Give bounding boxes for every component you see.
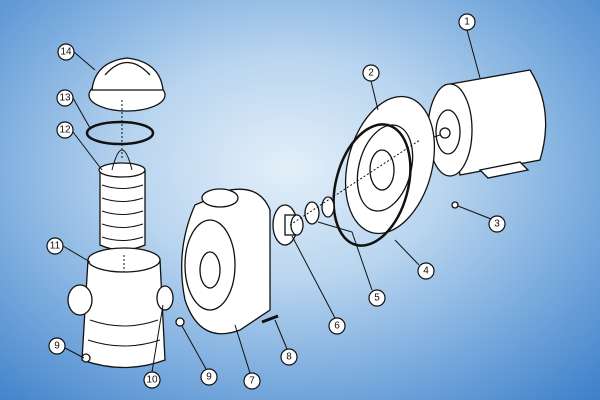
callout-2: 2 <box>362 64 380 82</box>
lid-o-ring <box>85 120 155 146</box>
shaft-seal <box>304 196 335 225</box>
svg-text:5: 5 <box>374 293 380 304</box>
bolt <box>261 314 279 324</box>
svg-text:7: 7 <box>249 376 255 387</box>
callout-6: 6 <box>328 317 346 335</box>
impeller <box>272 204 304 246</box>
pump-housing <box>181 188 271 335</box>
svg-text:2: 2 <box>368 68 374 79</box>
callout-14: 14 <box>57 43 75 61</box>
callout-1: 1 <box>458 13 476 31</box>
drain-plug <box>175 317 185 327</box>
drain-plug <box>81 353 91 363</box>
svg-text:9: 9 <box>206 372 212 383</box>
svg-text:1: 1 <box>464 17 470 28</box>
svg-text:11: 11 <box>50 241 61 252</box>
callout-12: 12 <box>56 121 74 139</box>
callout-9-left: 9 <box>48 337 66 355</box>
motor <box>424 69 547 179</box>
svg-text:13: 13 <box>59 93 71 104</box>
screw <box>451 201 459 209</box>
callout-11: 11 <box>46 237 64 255</box>
svg-text:14: 14 <box>60 47 72 58</box>
svg-text:9: 9 <box>54 341 60 352</box>
svg-text:8: 8 <box>286 352 292 363</box>
svg-text:6: 6 <box>334 321 340 332</box>
strainer-basket <box>98 149 146 251</box>
svg-text:12: 12 <box>59 125 71 136</box>
callout-5: 5 <box>368 289 386 307</box>
callout-3: 3 <box>488 215 506 233</box>
svg-text:10: 10 <box>146 375 158 386</box>
callout-10: 10 <box>143 371 161 389</box>
strainer-pot <box>67 247 174 369</box>
leader-lines <box>62 29 492 374</box>
callout-8: 8 <box>280 348 298 366</box>
seal-plate <box>344 95 436 235</box>
callout-13: 13 <box>56 89 74 107</box>
callout-9-right: 9 <box>200 368 218 386</box>
callout-7: 7 <box>243 372 261 390</box>
callout-4: 4 <box>417 262 435 280</box>
strainer-lid <box>88 57 166 112</box>
svg-text:4: 4 <box>423 266 429 277</box>
svg-text:3: 3 <box>494 219 500 230</box>
